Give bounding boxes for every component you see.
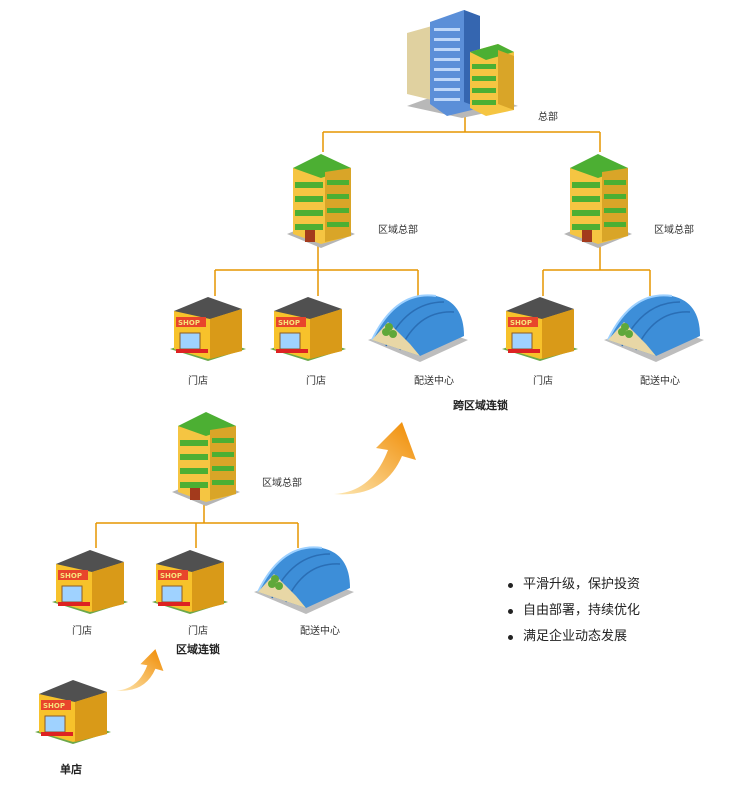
benefit-item: 平滑升级，保护投资 [508,572,640,598]
regional-hq-building-icon [564,154,632,248]
upgrade-arrow-icon [116,649,164,691]
shop-icon: SHOP [35,680,111,744]
distribution-center-label: 配送中心 [300,626,340,637]
distribution-center-icon [368,294,468,362]
store-label: 门店 [533,376,553,387]
single-store-label: 单店 [60,763,82,776]
benefit-item: 自由部署，持续优化 [508,598,640,624]
bullet-icon [508,608,513,614]
store-label: 门店 [188,376,208,387]
svg-text:SHOP: SHOP [510,319,532,327]
benefits-list: 平滑升级，保护投资 自由部署，持续优化 满足企业动态发展 [508,572,640,650]
shop-icon: SHOP [502,297,578,361]
shop-icon: SHOP [270,297,346,361]
distribution-center-label: 配送中心 [414,376,454,387]
headquarters-icon [407,10,518,118]
regional-hq-building-icon [172,412,240,506]
store-label: 门店 [306,376,326,387]
regional-hq-label: 区域总部 [262,478,302,489]
regional-hq-building-icon [287,154,355,248]
shop-icon: SHOP [170,297,246,361]
svg-text:SHOP: SHOP [60,572,82,580]
regional-chain-label: 区域连锁 [176,643,220,656]
shop-icon: SHOP [152,550,228,614]
shop-icon: SHOP [52,550,128,614]
svg-text:SHOP: SHOP [160,572,182,580]
regional-hq-label: 区域总部 [654,225,694,236]
bullet-icon [508,634,513,640]
store-label: 门店 [72,626,92,637]
store-label: 门店 [188,626,208,637]
benefit-item: 满足企业动态发展 [508,624,640,650]
distribution-center-label: 配送中心 [640,376,680,387]
cross-region-chain-label: 跨区域连锁 [453,399,508,412]
svg-text:SHOP: SHOP [43,702,65,710]
hq-label: 总部 [538,112,558,123]
bullet-icon [508,582,513,588]
distribution-center-icon [254,546,354,614]
upgrade-arrow-icon [334,422,416,495]
svg-text:SHOP: SHOP [178,319,200,327]
distribution-center-icon [604,294,704,362]
regional-hq-label: 区域总部 [378,225,418,236]
svg-text:SHOP: SHOP [278,319,300,327]
